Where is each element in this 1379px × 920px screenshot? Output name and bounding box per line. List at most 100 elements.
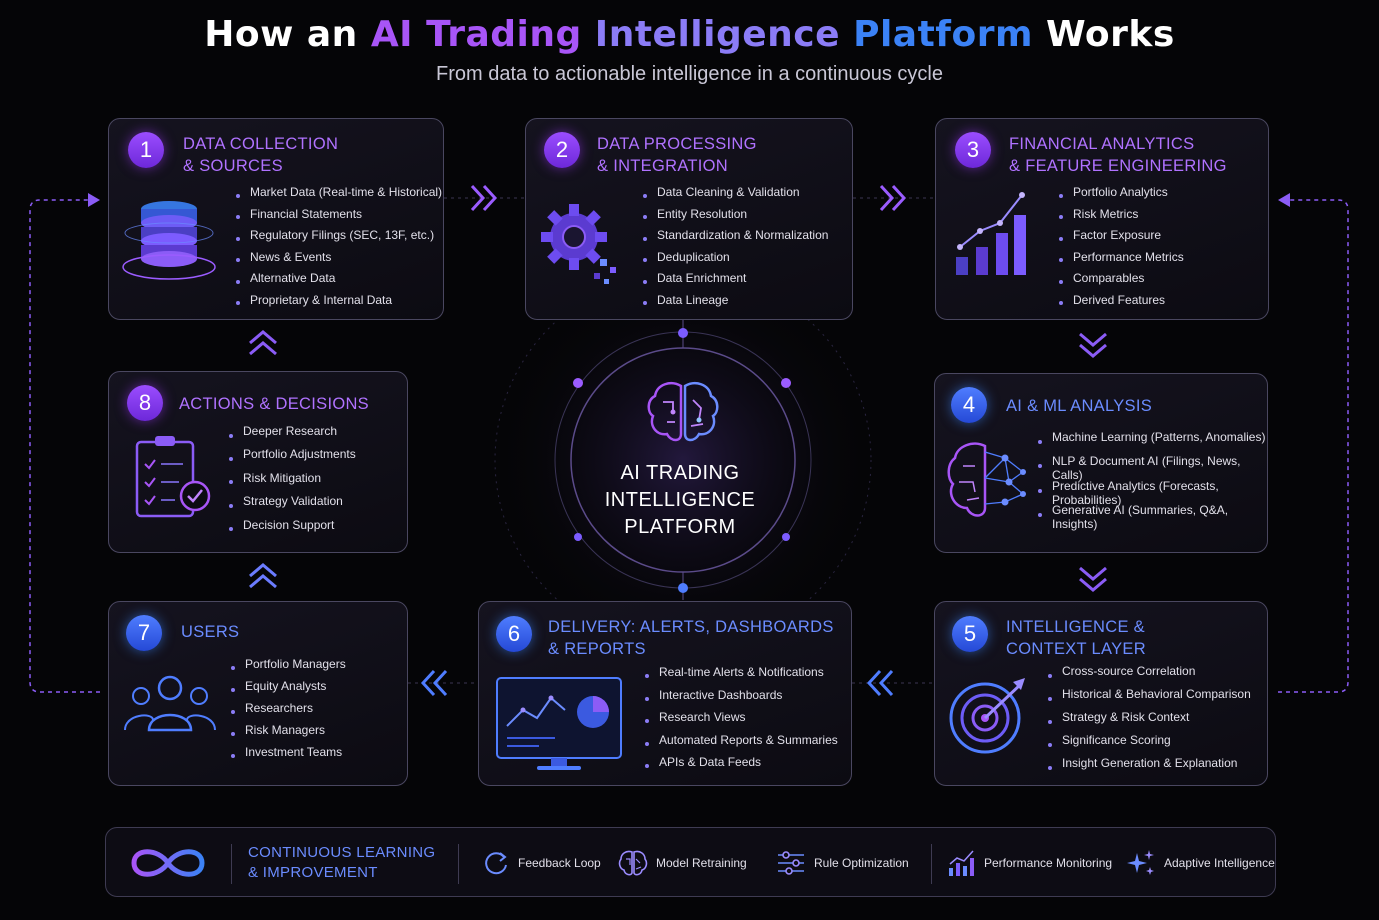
list-item: Performance Metrics (1059, 250, 1184, 272)
card-title: DELIVERY: ALERTS, DASHBOARDS & REPORTS (548, 616, 834, 660)
list-item: Market Data (Real-time & Historical) (236, 185, 442, 207)
card-title: DATA PROCESSING & INTEGRATION (597, 133, 757, 177)
card-data-processing: 2 DATA PROCESSING & INTEGRATION Data Cle… (525, 118, 853, 320)
step-badge: 2 (544, 132, 580, 168)
chevron-left-icon (866, 669, 894, 697)
list-item: Generative AI (Summaries, Q&A, Insights) (1038, 503, 1267, 531)
performance-monitoring-label: Performance Monitoring (984, 856, 1113, 870)
card-title-line-1: INTELLIGENCE & (1006, 618, 1145, 636)
performance-chart-icon (949, 850, 974, 876)
chevron-down-icon (1079, 566, 1107, 592)
card-item-list: Real-time Alerts & Notifications Interac… (645, 665, 838, 778)
list-item: Factor Exposure (1059, 228, 1184, 250)
users-group-icon (124, 675, 216, 732)
list-item: Financial Statements (236, 207, 442, 229)
list-item: Portfolio Analytics (1059, 185, 1184, 207)
feedback-loop-label: Feedback Loop (518, 856, 601, 870)
brain-icon (618, 850, 648, 876)
list-item: Risk Metrics (1059, 207, 1184, 229)
chevron-right-icon (470, 184, 498, 212)
divider (231, 844, 232, 884)
title-highlight-intelligence: Intelligence (581, 14, 841, 55)
title-highlight-platform: Platform (840, 14, 1033, 55)
database-stack-icon (122, 201, 216, 280)
chevron-left-icon (420, 669, 448, 697)
card-users: 7 USERS Portfolio Managers Equity Analys… (108, 601, 408, 786)
card-delivery: 6 DELIVERY: ALERTS, DASHBOARDS & REPORTS… (478, 601, 852, 786)
list-item: APIs & Data Feeds (645, 755, 838, 778)
step-badge: 6 (496, 616, 532, 652)
card-item-list: Portfolio Analytics Risk Metrics Factor … (1059, 185, 1184, 314)
card-title-line-1: DELIVERY: ALERTS, DASHBOARDS (548, 618, 834, 636)
list-item: Deeper Research (229, 424, 356, 447)
list-item: Data Lineage (643, 293, 828, 315)
refresh-cycle-icon (485, 852, 507, 875)
list-item: Data Enrichment (643, 271, 828, 293)
bottom-title-line-1: CONTINUOUS LEARNING (248, 844, 436, 861)
model-retraining-label: Model Retraining (656, 856, 747, 870)
card-title-line-2: & SOURCES (183, 157, 283, 175)
continuous-learning-bar: CONTINUOUS LEARNING & IMPROVEMENT Feedba… (105, 827, 1276, 897)
chevron-up-icon (249, 563, 277, 589)
page-title: How an AI Trading Intelligence Platform … (0, 14, 1379, 55)
list-item: Cross-source Correlation (1048, 664, 1251, 687)
rule-optimization-label: Rule Optimization (814, 856, 909, 870)
bottom-title-line-2: & IMPROVEMENT (248, 864, 378, 881)
card-title-line-1: FINANCIAL ANALYTICS (1009, 135, 1195, 153)
sliders-icon (778, 851, 804, 875)
card-title-line-1: DATA COLLECTION (183, 135, 339, 153)
step-badge: 5 (952, 616, 988, 652)
target-icon (949, 678, 1025, 754)
card-item-list: Machine Learning (Patterns, Anomalies) N… (1038, 430, 1267, 531)
gear-icon (541, 204, 616, 284)
card-item-list: Data Cleaning & Validation Entity Resolu… (643, 185, 828, 314)
bottom-bar-title: CONTINUOUS LEARNING & IMPROVEMENT (248, 843, 435, 883)
card-item-list: Deeper Research Portfolio Adjustments Ri… (229, 424, 356, 541)
brain-network-icon (947, 442, 1026, 517)
center-title-line-3: PLATFORM (624, 516, 736, 538)
card-data-collection: 1 DATA COLLECTION & SOURCES Market Data … (108, 118, 444, 320)
platform-core-title: AI TRADING INTELLIGENCE PLATFORM (590, 460, 770, 541)
center-title-line-1: AI TRADING (620, 462, 740, 484)
monitor-dashboard-icon (496, 677, 622, 770)
card-item-list: Market Data (Real-time & Historical) Fin… (236, 185, 442, 314)
card-actions-decisions: 8 ACTIONS & DECISIONS Deeper Research Po… (108, 371, 408, 553)
list-item: Alternative Data (236, 271, 442, 293)
card-title-line-2: & REPORTS (548, 640, 646, 658)
list-item: Insight Generation & Explanation (1048, 756, 1251, 779)
adaptive-intelligence-label: Adaptive Intelligence (1164, 856, 1275, 870)
card-item-list: Portfolio Managers Equity Analysts Resea… (231, 657, 346, 767)
step-badge: 3 (955, 132, 991, 168)
list-item: Decision Support (229, 518, 356, 541)
list-item: Equity Analysts (231, 679, 346, 701)
card-title-line-1: AI & ML ANALYSIS (1006, 397, 1153, 415)
card-financial-analytics: 3 FINANCIAL ANALYTICS & FEATURE ENGINEER… (935, 118, 1269, 320)
card-intelligence-context: 5 INTELLIGENCE & CONTEXT LAYER Cross-sou… (934, 601, 1268, 786)
model-retraining-item: Model Retraining (618, 828, 747, 898)
list-item: Automated Reports & Summaries (645, 733, 838, 756)
page-subtitle: From data to actionable intelligence in … (436, 63, 943, 85)
list-item: Comparables (1059, 271, 1184, 293)
divider (458, 844, 459, 884)
list-item: Standardization & Normalization (643, 228, 828, 250)
card-title-line-1: DATA PROCESSING (597, 135, 757, 153)
adaptive-intelligence-item: Adaptive Intelligence (1126, 828, 1275, 898)
chevron-right-icon (879, 184, 907, 212)
card-title-line-2: CONTEXT LAYER (1006, 640, 1146, 658)
clipboard-checklist-icon (135, 436, 211, 518)
card-title: ACTIONS & DECISIONS (179, 393, 369, 415)
list-item: NLP & Document AI (Filings, News, Calls) (1038, 454, 1267, 482)
step-badge: 8 (127, 385, 163, 421)
list-item: Deduplication (643, 250, 828, 272)
list-item: Entity Resolution (643, 207, 828, 229)
card-title-line-2: & FEATURE ENGINEERING (1009, 157, 1227, 175)
card-ai-ml-analysis: 4 AI & ML ANALYSIS Machine Learning (Pat… (934, 373, 1268, 553)
sparkles-icon (1127, 850, 1154, 875)
card-title: DATA COLLECTION & SOURCES (183, 133, 338, 177)
list-item: Interactive Dashboards (645, 688, 838, 711)
list-item: Risk Mitigation (229, 471, 356, 494)
list-item: Significance Scoring (1048, 733, 1251, 756)
brain-circuit-icon (647, 382, 719, 442)
card-title: USERS (181, 621, 239, 643)
